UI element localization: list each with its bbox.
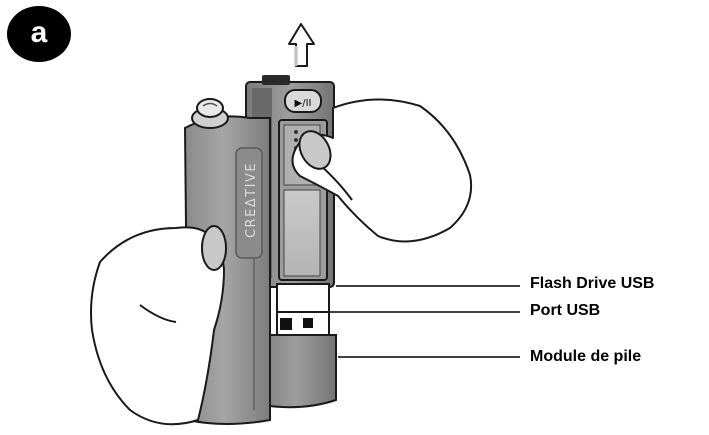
- step-letter: a: [30, 16, 48, 49]
- left-hand: [90, 226, 225, 426]
- usb-port: [276, 283, 330, 337]
- svg-text:▶/II: ▶/II: [295, 98, 312, 109]
- right-hand: [291, 98, 472, 243]
- step-badge: a: [7, 6, 71, 62]
- pull-up-arrow-icon: [288, 23, 315, 67]
- callout-battery-module: Module de pile: [530, 348, 642, 365]
- callout-flash-drive: Flash Drive USB: [530, 275, 655, 292]
- brand-logo: CREΔTIVE: [244, 162, 259, 238]
- callout-usb-port: Port USB: [530, 302, 601, 319]
- left-thumb-nail: [201, 225, 227, 271]
- right-thumb-nail: [298, 130, 332, 170]
